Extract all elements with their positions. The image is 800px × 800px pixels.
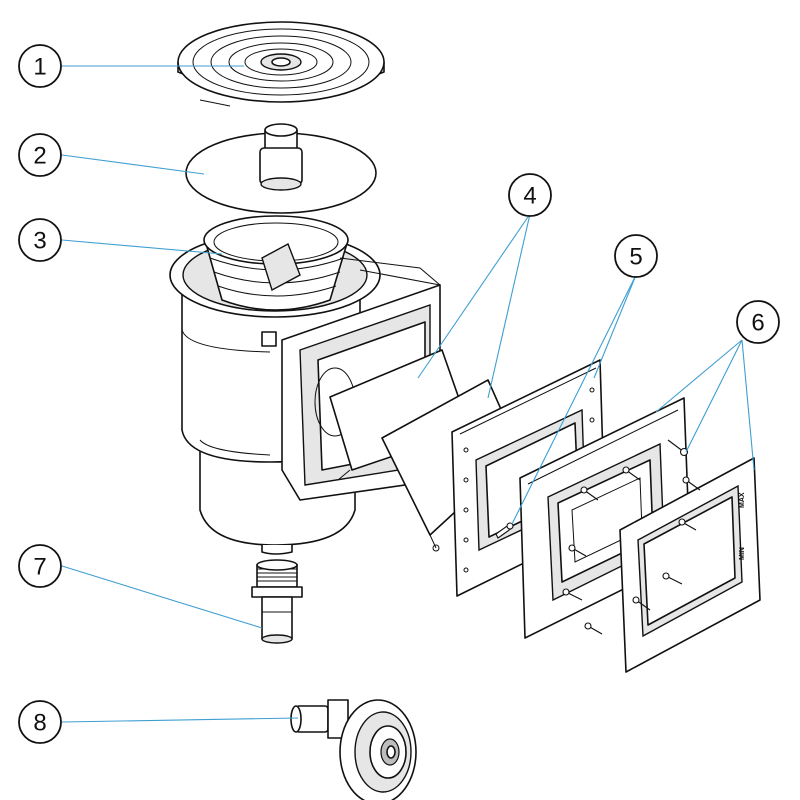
leader-line-2 (61, 154, 205, 175)
callout-3: 3 (18, 218, 62, 262)
screw-gasket (495, 522, 514, 539)
screw (568, 544, 587, 557)
leader-line-4b (487, 213, 531, 399)
leader-line-6c (741, 339, 755, 471)
part-weir-flap (185, 123, 377, 214)
callout-label-8: 8 (33, 710, 46, 737)
callout-2: 2 (18, 133, 62, 177)
level-mark-max: MAX (739, 492, 746, 508)
screw (667, 439, 689, 457)
part-trim-ring: MAX MIN (619, 457, 761, 673)
callout-label-6: 6 (751, 310, 764, 337)
level-mark-min: MIN (739, 547, 746, 560)
callout-label-7: 7 (33, 554, 46, 581)
callout-label-1: 1 (33, 54, 46, 81)
screw (562, 588, 583, 601)
leader-line-5b (593, 274, 637, 379)
screw-set (562, 439, 701, 635)
screw (580, 486, 599, 501)
callout-label-2: 2 (33, 143, 46, 170)
callout-6: 6 (736, 300, 780, 344)
screw (678, 518, 697, 531)
callout-label-3: 3 (33, 228, 46, 255)
screw (622, 466, 641, 481)
callout-label-5: 5 (629, 244, 642, 271)
leader-line-3 (61, 239, 223, 255)
leader-line-7 (61, 565, 263, 629)
leader-line-8 (61, 717, 299, 723)
callout-1: 1 (18, 44, 62, 88)
callout-8: 8 (18, 700, 62, 744)
screw (584, 622, 603, 635)
screw (632, 596, 651, 611)
leader-line-6a (655, 339, 743, 413)
callout-7: 7 (18, 544, 62, 588)
screw (682, 476, 701, 491)
callout-5: 5 (614, 234, 658, 278)
leader-lines (61, 65, 755, 723)
callout-4: 4 (508, 173, 552, 217)
callout-label-4: 4 (523, 183, 536, 210)
part-lid (177, 21, 385, 107)
leader-line-6b (685, 339, 743, 453)
part-threaded-adapter (251, 559, 303, 644)
part-return-inlet (290, 699, 417, 800)
leader-line-5a (511, 274, 637, 525)
screw (662, 572, 683, 585)
leader-line-4a (417, 213, 531, 379)
part-face-plate (519, 397, 691, 639)
